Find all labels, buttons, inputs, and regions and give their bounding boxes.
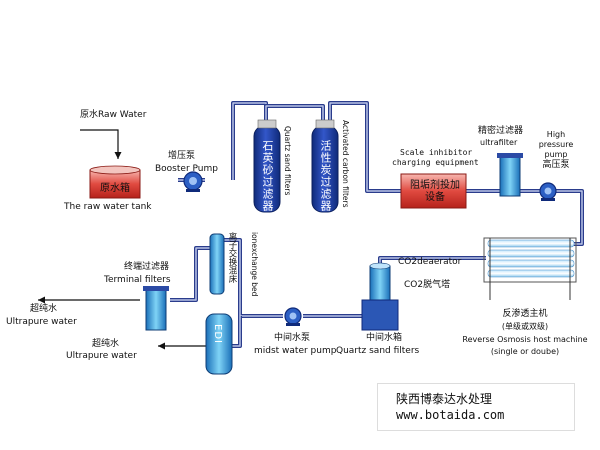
terminal-filter-icon <box>143 286 169 331</box>
mid-tank-cn-label: 中间水箱 <box>366 333 403 343</box>
watermark-company-name: 陕西博泰达水处理 <box>396 392 493 406</box>
edi-module-icon <box>205 313 233 375</box>
high-pressure-cn-label: 高压泵 <box>542 160 570 170</box>
quartz-filter-cn-label: 石英砂过滤器 <box>261 140 274 212</box>
raw-tank-en-label: The raw water tank <box>64 202 152 212</box>
midst-pump-en-label: midst water pump <box>254 346 337 356</box>
watermark-url: www.botaida.com <box>396 408 505 422</box>
precision-filter-cn-label: 精密过滤器 <box>478 126 524 136</box>
quartz-sand-filter-vessel-icon <box>253 119 281 213</box>
terminal-filter-cn-label: 终端过滤器 <box>124 262 170 272</box>
quartz-filter-en-label: Quartz sand filters <box>283 126 292 196</box>
ultrapure-out1-en-label: Ultrapure water <box>6 317 77 327</box>
mid-tank-icon <box>361 262 399 331</box>
mid-tank-en-label: Quartz sand filters <box>336 346 420 356</box>
ion-exchange-cn-label: 离子交换混床 <box>227 232 237 283</box>
company-watermark: 陕西博泰达水处理 www.botaida.com <box>377 383 575 431</box>
scale-inhibitor-en1-label: Scale inhibitor <box>400 148 473 157</box>
high-pressure-en2-label: pressure <box>538 140 574 149</box>
pipes <box>170 101 584 348</box>
high-pressure-pump-icon <box>539 182 557 201</box>
deaerator-cn-label: CO2脱气塔 <box>404 280 451 290</box>
ro-host-en1-label: Reverse Osmosis host machine <box>462 335 588 344</box>
ro-host-cn1-label: 反渗透主机 <box>502 309 548 319</box>
raw-water-tank-icon <box>89 165 141 199</box>
carbon-filter-cn-label: 活性炭过滤器 <box>319 140 332 212</box>
booster-pump-cn-label: 增压泵 <box>168 151 196 161</box>
ultrapure-out2-cn-label: 超纯水 <box>92 339 120 349</box>
raw-water-label: 原水Raw Water <box>80 110 147 120</box>
ro-host-machine-icon <box>483 237 577 300</box>
high-pressure-en1-label: High <box>546 130 566 139</box>
ro-host-cn2-label: (单级或双级) <box>501 322 549 331</box>
raw-tank-cn-label: 原水箱 <box>100 183 130 194</box>
deaerator-en-label: CO2deaerator <box>398 257 462 267</box>
scale-inhibitor-en2-label: charging equipment <box>392 158 479 167</box>
scale-inhibitor-cn-label: 阻垢剂投加设备 <box>410 180 460 203</box>
midst-water-pump-icon <box>284 307 302 326</box>
carbon-filter-vessel-icon <box>311 119 339 213</box>
high-pressure-en3-label: pump <box>544 150 568 159</box>
ion-exchange-bed-icon <box>209 233 225 295</box>
ultrapure-out1-cn-label: 超纯水 <box>30 304 58 314</box>
ultrapure-out2-en-label: Ultrapure water <box>66 351 137 361</box>
ion-exchange-en-label: ionexchange bed <box>250 232 259 297</box>
carbon-filter-en-label: Activated carbon filters <box>341 120 350 208</box>
ro-host-en2-label: (single or doube) <box>490 347 560 356</box>
scale-inhibitor-dosing-icon <box>400 173 467 209</box>
booster-pump-en-label: Booster Pump <box>155 164 218 174</box>
raw-water-inlet-arrow <box>80 129 122 159</box>
midst-pump-cn-label: 中间水泵 <box>274 333 311 343</box>
terminal-filter-en-label: Terminal filters <box>104 275 171 285</box>
booster-pump-icon <box>183 171 203 192</box>
precision-filter-icon <box>497 153 523 197</box>
precision-filter-en-label: ultrafilter <box>480 138 518 147</box>
edi-label: EDI <box>212 324 223 344</box>
